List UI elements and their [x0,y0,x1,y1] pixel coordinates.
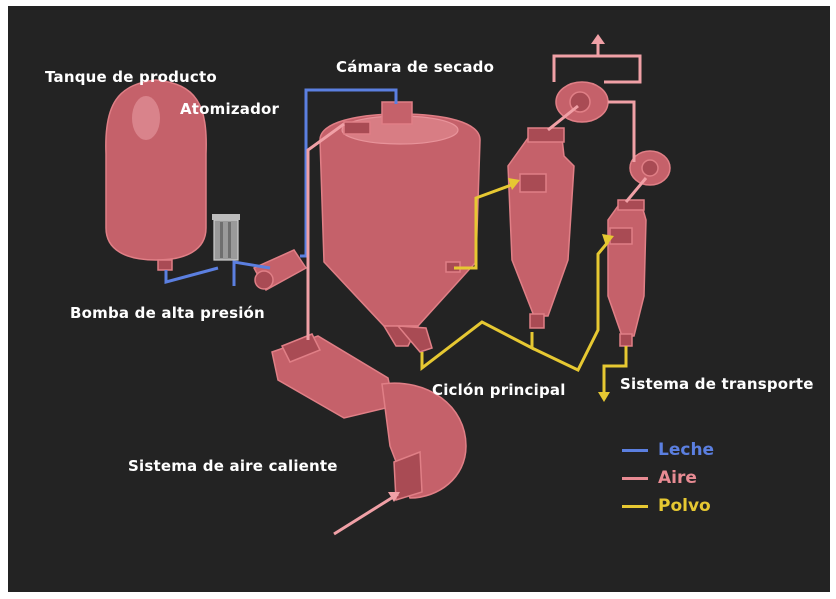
hot-air-system [272,334,466,500]
drying-chamber [320,102,480,352]
legend-swatch-polvo [622,505,648,508]
label-aire-caliente: Sistema de aire caliente [128,457,338,475]
label-atomizador: Atomizador [180,100,279,118]
label-transporte: Sistema de transporte [620,375,814,393]
fan-2 [630,151,670,185]
legend-item-aire: Aire [622,468,697,488]
legend-item-polvo: Polvo [622,496,711,516]
high-pressure-pump [212,214,306,290]
label-bomba: Bomba de alta presión [70,304,265,322]
diagram-frame: Tanque de producto Atomizador Cámara de … [8,6,830,592]
legend-label-aire: Aire [658,468,697,488]
label-tanque: Tanque de producto [45,68,217,86]
main-cyclone [508,128,574,328]
label-ciclon: Ciclón principal [432,381,566,399]
legend-item-leche: Leche [622,440,714,460]
legend-label-polvo: Polvo [658,496,711,516]
legend-swatch-leche [622,449,648,452]
legend-swatch-aire [622,477,648,480]
legend-label-leche: Leche [658,440,714,460]
transport-cyclone [608,200,646,346]
label-camara: Cámara de secado [336,58,494,76]
